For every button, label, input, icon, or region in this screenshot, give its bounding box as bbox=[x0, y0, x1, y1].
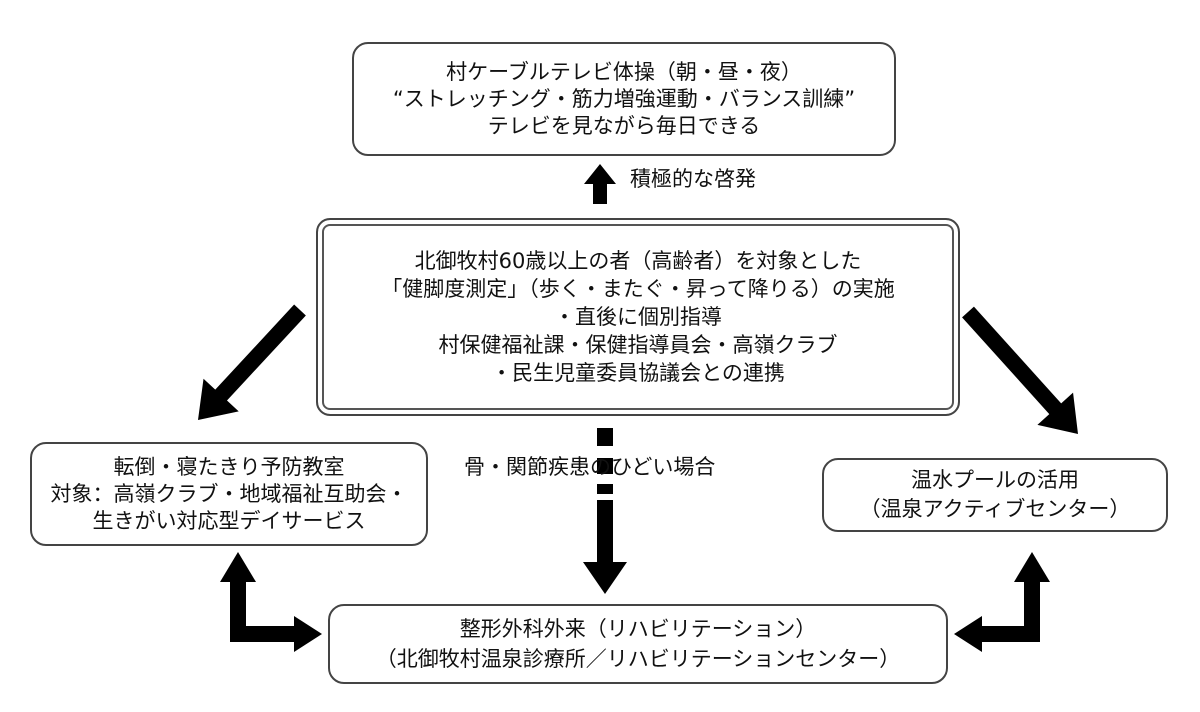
node-fall-prevention-class: 転倒・寝たきり予防教室 対象：高嶺クラブ・地域福祉互助会・ 生きがい対応型デイサ… bbox=[30, 442, 428, 546]
edge-label-promotion: 積極的な啓発 bbox=[630, 167, 756, 191]
node-text-line: “ストレッチング・筋力増強運動・バランス訓練” bbox=[392, 86, 856, 111]
node-text-line: 村保健福祉課・保健指導員会・高嶺クラブ bbox=[438, 333, 838, 357]
node-text-line: 対象：高嶺クラブ・地域福祉互助会・ bbox=[50, 481, 408, 506]
arrow-to-cable-tv bbox=[584, 164, 616, 204]
node-text-line: ・民生児童委員協議会との連携 bbox=[491, 361, 785, 385]
node-orthopedic-outpatient: 整形外科外来（リハビリテーション） （北御牧村温泉診療所／リハビリテーションセン… bbox=[328, 604, 948, 684]
arrow-elbow-right-bottom bbox=[978, 580, 1040, 642]
arrow-to-orthopedic bbox=[583, 500, 627, 594]
node-text-line: 生きがい対応型デイサービス bbox=[92, 508, 366, 533]
arrowhead-to-orthopedic bbox=[294, 616, 322, 652]
node-text-line: 北御牧村60歳以上の者（高齢者）を対象とした bbox=[414, 249, 862, 273]
arrowhead-to-orthopedic-right bbox=[954, 616, 982, 652]
node-text-line: 温水プールの活用 bbox=[911, 468, 1079, 492]
node-text-line: 「健脚度測定」（歩く・またぐ・昇って降りる）の実施 bbox=[381, 277, 895, 301]
arrow-to-heated-pool bbox=[962, 306, 1078, 434]
arrowhead-to-fall-prevention bbox=[220, 552, 256, 582]
node-leg-strength-measurement: 北御牧村60歳以上の者（高齢者）を対象とした 「健脚度測定」（歩く・またぐ・昇っ… bbox=[316, 218, 960, 416]
arrow-elbow-left-bottom bbox=[230, 580, 300, 642]
node-text-line: テレビを見ながら毎日できる bbox=[487, 113, 761, 138]
arrowhead-to-heated-pool bbox=[1014, 552, 1050, 582]
node-text-line: （北御牧村温泉診療所／リハビリテーションセンター） bbox=[375, 647, 901, 671]
node-text-line: 村ケーブルテレビ体操（朝・昼・夜） bbox=[446, 59, 802, 84]
node-text-line: （温泉アクティブセンター） bbox=[859, 497, 1131, 521]
arrow-dash-segment bbox=[597, 484, 613, 494]
node-heated-pool: 温水プールの活用 （温泉アクティブセンター） bbox=[822, 458, 1168, 532]
node-text-line: ・直後に個別指導 bbox=[554, 305, 722, 329]
arrow-to-fall-prevention bbox=[198, 304, 306, 420]
arrow-dash-segment bbox=[597, 428, 613, 446]
node-text-line: 転倒・寝たきり予防教室 bbox=[113, 454, 345, 479]
edge-label-severe-cases: 骨・関節疾患のひどい場合 bbox=[464, 455, 716, 479]
node-text-line: 整形外科外来（リハビリテーション） bbox=[459, 617, 817, 641]
arrow-dash-segment bbox=[597, 458, 613, 474]
node-cable-tv-exercise: 村ケーブルテレビ体操（朝・昼・夜） “ストレッチング・筋力増強運動・バランス訓練… bbox=[352, 42, 896, 156]
